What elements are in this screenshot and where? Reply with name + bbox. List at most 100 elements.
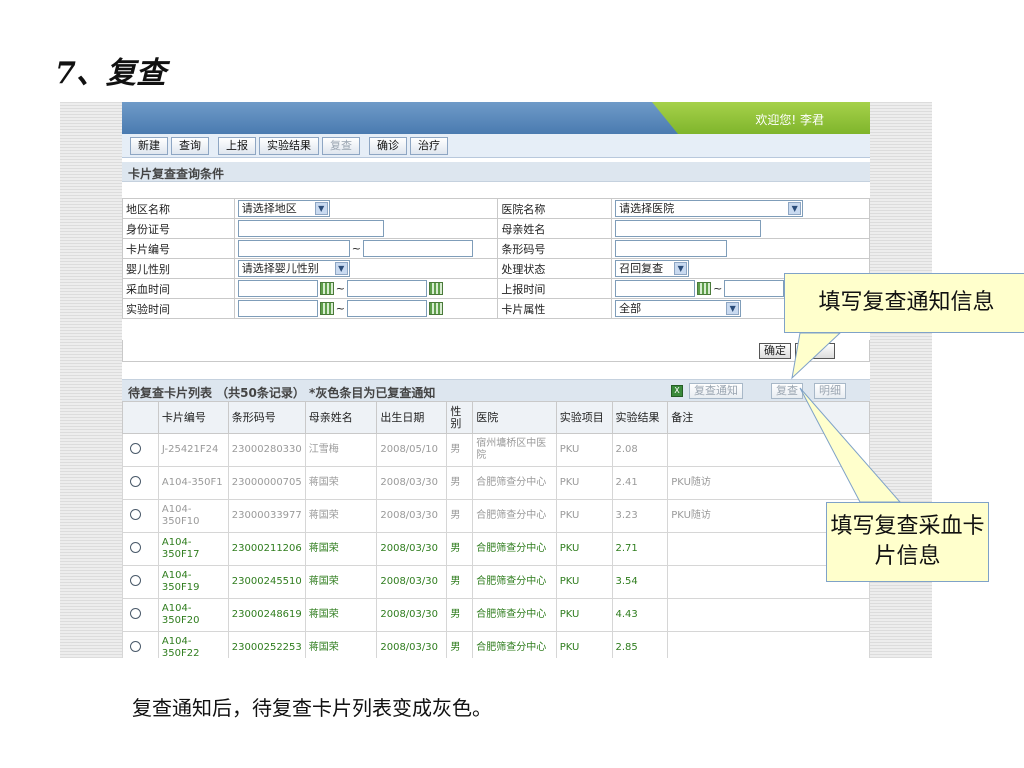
cell-card-no: A104-350F17	[157, 532, 229, 566]
column-header-mother: 母亲姓名	[304, 401, 378, 434]
barcode-input[interactable]	[615, 240, 728, 257]
cell-lab-result: 2.85	[611, 631, 669, 658]
cell-birth-date: 2008/03/30	[376, 565, 448, 599]
chevron-down-icon: ▼	[674, 262, 688, 275]
column-header-hospital: 医院	[472, 401, 557, 434]
excel-export-icon[interactable]: X	[671, 385, 683, 397]
report-time-to-input[interactable]	[724, 280, 785, 297]
callout-recheck-info: 填写复查采血卡片信息	[826, 502, 989, 582]
cell-hospital: 合肥筛查分中心	[472, 565, 557, 599]
card-attr-label: 卡片属性	[497, 298, 613, 319]
barcode-label: 条形码号	[497, 238, 613, 259]
calendar-icon[interactable]	[319, 302, 334, 315]
card-attr-select[interactable]: 全部▼	[615, 300, 742, 317]
treatment-button[interactable]: 治疗	[410, 136, 448, 155]
chevron-down-icon: ▼	[726, 302, 740, 315]
top-bar-accent	[652, 102, 870, 134]
slide-title: 7、复查	[55, 56, 166, 91]
diagnose-button[interactable]: 确诊	[369, 136, 407, 155]
status-select[interactable]: 召回复查 ▼	[615, 260, 690, 277]
row-radio-button[interactable]	[130, 475, 141, 487]
cell-lab-item: PKU	[555, 598, 613, 632]
calendar-icon[interactable]	[319, 282, 334, 295]
calendar-icon[interactable]	[428, 282, 443, 295]
region-select[interactable]: 请选择地区▼	[237, 200, 330, 217]
callout-notify-info: 填写复查通知信息	[784, 273, 1024, 333]
cell-barcode: 23000211206	[227, 532, 306, 566]
table-header-row: 卡片编号 条形码号 母亲姓名 出生日期 性别 医院 实验项目 实验结果 备注	[122, 401, 870, 434]
cell-lab-result: 4.43	[611, 598, 669, 632]
cell-hospital: 合肥筛查分中心	[472, 631, 557, 658]
cell-mother-name: 蒋国荣	[304, 466, 378, 500]
row-select-cell	[122, 532, 159, 566]
reset-button[interactable]	[795, 343, 835, 359]
cell-birth-date: 2008/03/30	[376, 598, 448, 632]
toolbar: 新建 查询 上报 实验结果 复查 确诊 治疗	[122, 134, 870, 158]
status-select-value: 召回复查	[619, 262, 664, 275]
cell-birth-date: 2008/03/30	[376, 499, 448, 533]
calendar-icon[interactable]	[428, 302, 443, 315]
card-no-from-input[interactable]	[237, 240, 350, 257]
cell-note	[667, 631, 870, 658]
baby-sex-select-value: 请选择婴儿性别	[241, 262, 319, 275]
column-header-sex: 性别	[446, 401, 474, 434]
calendar-icon[interactable]	[697, 282, 712, 295]
cell-barcode: 23000033977	[227, 499, 306, 533]
recheck-button[interactable]: 复查	[771, 383, 803, 399]
row-radio-button[interactable]	[130, 640, 141, 652]
cell-card-no: A104-350F1	[157, 466, 229, 500]
cell-card-no: A104-350F20	[157, 598, 229, 632]
chevron-down-icon: ▼	[314, 202, 328, 215]
query-button[interactable]: 查询	[171, 136, 209, 155]
blood-time-from-input[interactable]	[237, 280, 318, 297]
cell-card-no: A104-350F19	[157, 565, 229, 599]
query-form: 地区名称 请选择地区▼ 医院名称 请选择医院▼ 身份证号 母亲姓名 卡片编号 ~…	[122, 198, 870, 319]
select-column-header	[122, 401, 159, 434]
cell-lab-result: 2.08	[611, 433, 669, 467]
row-radio-button[interactable]	[130, 607, 141, 619]
status-label: 处理状态	[497, 258, 613, 279]
lab-time-from-input[interactable]	[237, 300, 318, 317]
lab-time-to-input[interactable]	[346, 300, 427, 317]
cell-barcode: 23000000705	[227, 466, 306, 500]
cell-sex: 男	[446, 433, 474, 467]
cell-note	[667, 598, 870, 632]
cell-mother-name: 江雪梅	[304, 433, 378, 467]
cell-hospital: 合肥筛查分中心	[472, 466, 557, 500]
cell-barcode: 23000280330	[227, 433, 306, 467]
top-bar: 欢迎您! 李君	[122, 102, 870, 134]
detail-button[interactable]: 明细	[814, 383, 846, 399]
row-radio-button[interactable]	[130, 541, 141, 553]
row-radio-button[interactable]	[130, 574, 141, 586]
confirm-button[interactable]: 确定	[759, 343, 791, 359]
confirm-row: 确定	[122, 340, 870, 362]
hospital-select-value: 请选择医院	[619, 202, 675, 215]
baby-sex-select[interactable]: 请选择婴儿性别▼	[237, 260, 350, 277]
row-radio-button[interactable]	[130, 442, 141, 454]
hospital-select[interactable]: 请选择医院▼	[615, 200, 804, 217]
card-no-to-input[interactable]	[362, 240, 473, 257]
row-radio-button[interactable]	[130, 508, 141, 520]
cell-lab-result: 2.41	[611, 466, 669, 500]
cell-card-no: J-25421F24	[157, 433, 229, 467]
report-time-from-input[interactable]	[615, 280, 696, 297]
recheck-notify-button[interactable]: 复查通知	[689, 383, 743, 399]
cell-hospital: 合肥筛查分中心	[472, 598, 557, 632]
id-no-input[interactable]	[237, 220, 384, 237]
report-button[interactable]: 上报	[218, 136, 256, 155]
new-button[interactable]: 新建	[130, 136, 168, 155]
recheck-tab-button[interactable]: 复查	[322, 136, 360, 155]
lab-result-button[interactable]: 实验结果	[259, 136, 319, 155]
mother-name-input[interactable]	[615, 220, 762, 237]
column-header-lab-result: 实验结果	[611, 401, 669, 434]
blood-time-to-input[interactable]	[346, 280, 427, 297]
cell-hospital: 合肥筛查分中心	[472, 532, 557, 566]
cell-barcode: 23000248619	[227, 598, 306, 632]
